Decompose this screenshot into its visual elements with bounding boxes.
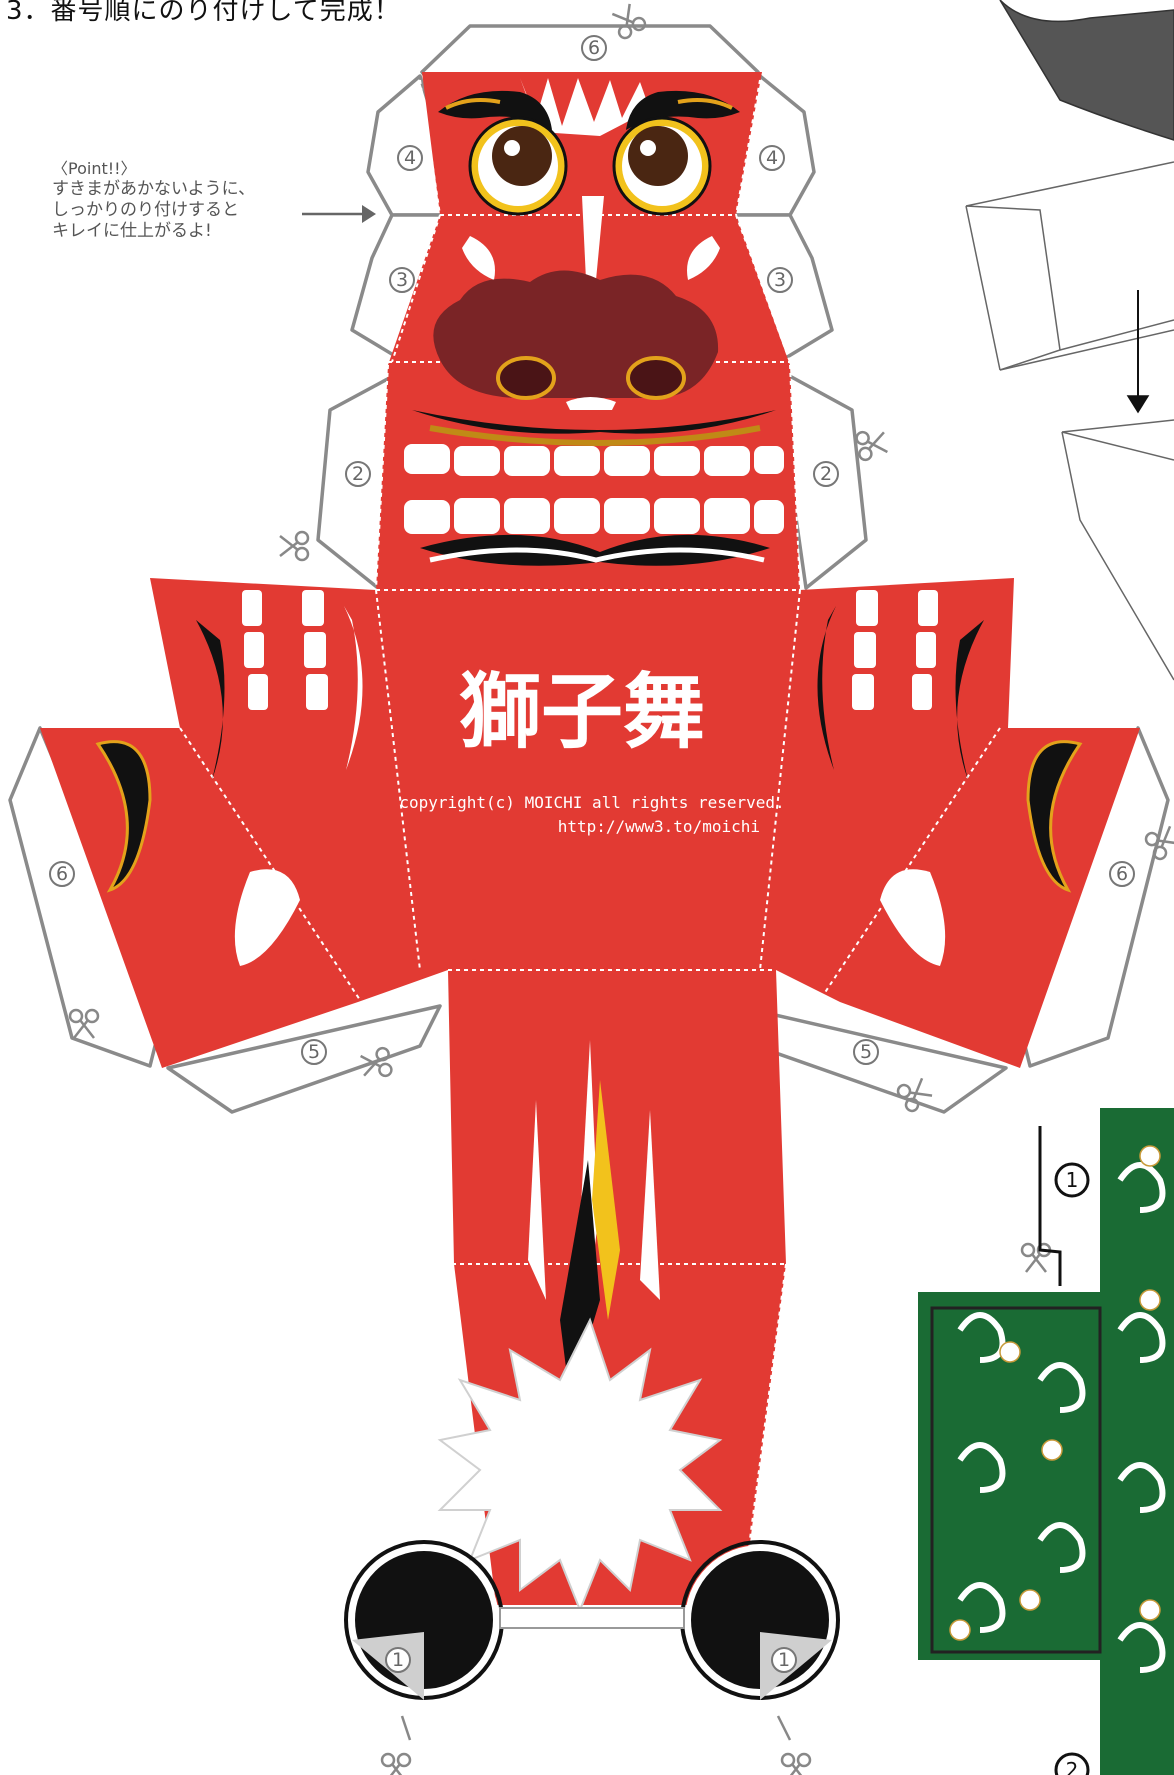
scissors-icon [855, 430, 888, 462]
tab-number-ear-right: 6 [1109, 861, 1135, 887]
tab-number-side-left: 2 [345, 461, 371, 487]
scissors-icon [279, 530, 310, 562]
scissors-icon [1020, 1242, 1052, 1273]
svg-text:3: 3 [774, 269, 786, 291]
cloth-tab-number: 2 [1054, 1752, 1090, 1775]
scissors-icon [68, 1008, 100, 1039]
lion-face [404, 78, 784, 566]
tab-number-side-right: 2 [813, 461, 839, 487]
lion-body [40, 72, 1140, 1605]
lion-title: 獅子舞 [459, 664, 705, 760]
feet [344, 1540, 840, 1700]
title-block: 獅子舞 copyright(c) MOICHI all rights reser… [399, 664, 784, 836]
svg-text:4: 4 [766, 147, 778, 169]
author-url: http://www3.to/moichi [558, 817, 760, 836]
step-title: 3．番号順にのり付けして完成！ [6, 0, 401, 26]
tab-number-bottom-right: 5 [853, 1039, 879, 1065]
tab-number-bottom-left: 5 [301, 1039, 327, 1065]
point-line: しっかりのり付けすると [52, 200, 239, 220]
svg-text:6: 6 [1116, 863, 1128, 885]
svg-text:5: 5 [860, 1041, 872, 1063]
svg-text:3: 3 [396, 269, 408, 291]
svg-text:1: 1 [1066, 1168, 1079, 1192]
point-line: すきまがあかないように、 [52, 179, 256, 199]
svg-text:2: 2 [820, 463, 832, 485]
svg-text:5: 5 [308, 1041, 320, 1063]
tail-decoration [437, 1040, 723, 1613]
scissors-icons [68, 3, 1174, 1775]
svg-text:2: 2 [352, 463, 364, 485]
point-note: 〈Point!!〉 すきまがあかないように、 しっかりのり付けすると キレイに仕… [52, 158, 292, 242]
cloth-piece: 1 2 [918, 1108, 1174, 1775]
scissors-icon [780, 1752, 812, 1775]
tab-number-mid-right: 3 [767, 267, 793, 293]
svg-text:6: 6 [56, 863, 68, 885]
tab-number-upper-right: 4 [759, 145, 785, 171]
svg-text:4: 4 [404, 147, 416, 169]
point-heading: 〈Point!!〉 [52, 159, 137, 178]
svg-text:2: 2 [1066, 1758, 1079, 1775]
tab-number-foot-left: 1 [385, 1647, 411, 1673]
tab-number-top: 6 [581, 35, 607, 61]
tab-number-upper-left: 4 [397, 145, 423, 171]
scissors-icon [611, 3, 647, 40]
scissors-icon [360, 1046, 393, 1078]
tab-number-foot-right: 1 [771, 1647, 797, 1673]
cloth-tab-number: 1 [1054, 1162, 1090, 1198]
svg-text:1: 1 [778, 1649, 790, 1671]
point-line: キレイに仕上がるよ! [52, 221, 212, 241]
tab-number-badges: 6 4 4 3 3 2 2 6 6 5 5 1 1 [49, 35, 1135, 1673]
svg-text:6: 6 [588, 37, 600, 59]
box-illustration [965, 0, 1174, 681]
tab-number-mid-left: 3 [389, 267, 415, 293]
tab-number-ear-left: 6 [49, 861, 75, 887]
svg-text:1: 1 [392, 1649, 404, 1671]
copyright-text: copyright(c) MOICHI all rights reserved. [399, 793, 784, 812]
scissors-icon [1144, 825, 1174, 861]
point-arrow [302, 205, 376, 223]
side-decoration [95, 590, 1083, 966]
scissors-icon [896, 1077, 933, 1113]
scissors-icon [380, 1752, 412, 1775]
